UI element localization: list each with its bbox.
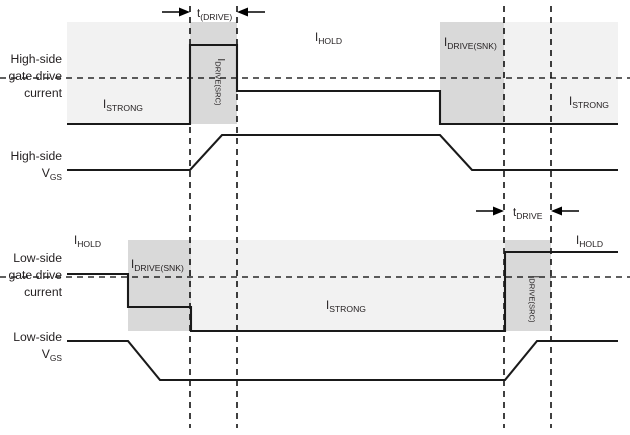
highside-current-row-label-line3: current bbox=[24, 86, 63, 100]
highside-vgs-row-label-line1: High-side bbox=[11, 149, 63, 163]
lowside-band-dark-drive-snk bbox=[128, 240, 191, 331]
tdrive-top-label: t(DRIVE) bbox=[197, 8, 232, 22]
highside-current-row-label: High-side gate drive current bbox=[8, 52, 62, 100]
tdrive-bottom-annotation: tDRIVE bbox=[476, 206, 579, 221]
highside-hold-label: IHOLD bbox=[315, 32, 342, 46]
highside-strong-right-label: ISTRONG bbox=[569, 96, 609, 110]
lowside-current-row-label: Low-side gate drive current bbox=[8, 251, 62, 299]
highside-current-bands bbox=[67, 22, 618, 124]
highside-strong-left-label: ISTRONG bbox=[103, 99, 143, 113]
lowside-current-bands bbox=[128, 240, 551, 331]
highside-current-row-label-line1: High-side bbox=[11, 52, 63, 66]
highside-vgs-waveform bbox=[67, 133, 618, 172]
lowside-current-row-label-line1: Low-side bbox=[13, 251, 62, 265]
lowside-band-dark-drive-src bbox=[505, 240, 551, 331]
lowside-vgs-row-label: Low-side VGS bbox=[13, 330, 62, 363]
tdrive-bottom-right-arrowhead bbox=[551, 206, 562, 216]
lowside-gate-drive-current-waveform bbox=[67, 250, 618, 333]
lowside-drive-src-label: IDRIVE(SRC) bbox=[527, 275, 540, 323]
highside-vgs-row-label: High-side VGS bbox=[11, 149, 63, 182]
tdrive-bottom-label: tDRIVE bbox=[513, 207, 543, 221]
lowside-strong-label: ISTRONG bbox=[326, 300, 366, 314]
lowside-current-row-label-line3: current bbox=[24, 285, 63, 299]
tdrive-bottom-left-arrowhead bbox=[493, 206, 504, 216]
highside-vgs-row-label-line2: VGS bbox=[42, 166, 63, 182]
lowside-hold-left-label: IHOLD bbox=[74, 235, 101, 249]
highside-gate-drive-current-waveform bbox=[67, 43, 618, 126]
highside-band-light-left bbox=[67, 22, 190, 124]
highside-band-dark-drive-src bbox=[190, 22, 237, 124]
tdrive-top-left-arrowhead bbox=[179, 7, 190, 17]
lowside-vgs-waveform bbox=[67, 339, 618, 382]
tdrive-top-right-arrowhead bbox=[237, 7, 248, 17]
lowside-vgs-row-label-line1: Low-side bbox=[13, 330, 62, 344]
highside-drive-snk-label: IDRIVE(SNK) bbox=[444, 37, 497, 51]
highside-band-dark-drive-snk bbox=[440, 22, 504, 124]
lowside-drive-snk-label: IDRIVE(SNK) bbox=[131, 259, 184, 273]
tdrive-top-annotation: t(DRIVE) bbox=[162, 7, 265, 22]
highside-band-light-right bbox=[504, 22, 618, 124]
highside-drive-src-label: IDRIVE(SRC) bbox=[213, 58, 226, 106]
lowside-band-light-strong bbox=[191, 240, 505, 331]
lowside-current-row-label-line2: gate drive bbox=[8, 268, 62, 282]
lowside-hold-right-label: IHOLD bbox=[576, 235, 603, 249]
highside-current-row-label-line2: gate drive bbox=[8, 69, 62, 83]
lowside-vgs-row-label-line2: VGS bbox=[42, 347, 63, 363]
